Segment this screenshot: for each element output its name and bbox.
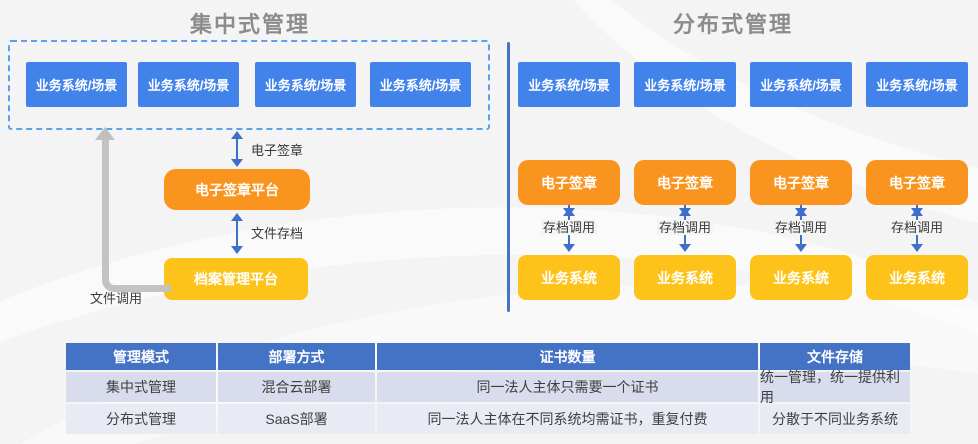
table-cell: SaaS部署 <box>218 404 375 434</box>
l-shaped-return-arrow-icon <box>102 140 171 292</box>
double-arrow-icon <box>231 213 243 254</box>
business-system-bottom-box: 业务系统 <box>518 255 620 300</box>
esign-platform-box: 电子签章平台 <box>164 169 310 210</box>
archive-call-label-text: 存档调用 <box>540 220 597 235</box>
business-system-box: 业务系统/场景 <box>255 62 356 107</box>
centralized-title: 集中式管理 <box>189 12 310 37</box>
archive-call-label: 存档调用 <box>750 217 852 237</box>
business-system-box: 业务系统/场景 <box>26 62 127 107</box>
business-system-box: 业务系统/场景 <box>866 62 968 107</box>
distributed-column: 业务系统/场景 电子签章 存档调用 业务系统 <box>518 62 620 300</box>
table-header-cell: 部署方式 <box>218 343 375 370</box>
distributed-title: 分布式管理 <box>672 12 793 37</box>
archive-platform-box: 档案管理平台 <box>164 258 308 300</box>
comparison-table: 管理模式 部署方式 证书数量 文件存储 集中式管理 混合云部署 同一法人主体只需… <box>66 343 912 434</box>
distributed-column: 业务系统/场景 电子签章 存档调用 业务系统 <box>750 62 852 300</box>
table-header-cell: 管理模式 <box>66 343 216 370</box>
table-cell: 集中式管理 <box>66 372 216 402</box>
esign-arrow-label: 电子签章 <box>251 143 304 158</box>
table-header-cell: 证书数量 <box>377 343 758 370</box>
business-system-bottom-box: 业务系统 <box>634 255 736 300</box>
l-shaped-return-arrowhead-icon <box>95 127 115 140</box>
archive-call-label-text: 存档调用 <box>772 220 829 235</box>
archive-call-label: 存档调用 <box>866 217 968 237</box>
double-arrow-icon <box>231 131 243 167</box>
table-cell: 统一管理，统一提供利用 <box>760 369 910 405</box>
table-cell: 同一法人主体只需要一个证书 <box>377 372 758 402</box>
archive-call-label-text: 存档调用 <box>888 220 945 235</box>
business-system-box: 业务系统/场景 <box>370 62 471 107</box>
table-cell: 混合云部署 <box>218 372 375 402</box>
business-system-box: 业务系统/场景 <box>518 62 620 107</box>
business-system-bottom-box: 业务系统 <box>750 255 852 300</box>
table-header-cell: 文件存储 <box>760 343 910 370</box>
table-cell: 分散于不同业务系统 <box>760 404 910 434</box>
distributed-column: 业务系统/场景 电子签章 存档调用 业务系统 <box>634 62 736 300</box>
archive-arrow-label: 文件存档 <box>251 226 304 241</box>
business-system-bottom-box: 业务系统 <box>866 255 968 300</box>
archive-call-label: 存档调用 <box>518 217 620 237</box>
business-system-box: 业务系统/场景 <box>634 62 736 107</box>
esign-box: 电子签章 <box>750 160 852 205</box>
distributed-column: 业务系统/场景 电子签章 存档调用 业务系统 <box>866 62 968 300</box>
business-systems-group-border <box>8 40 490 130</box>
business-system-box: 业务系统/场景 <box>138 62 239 107</box>
esign-box: 电子签章 <box>634 160 736 205</box>
esign-box: 电子签章 <box>866 160 968 205</box>
archive-call-label-text: 存档调用 <box>656 220 713 235</box>
file-call-label: 文件调用 <box>90 291 143 306</box>
table-cell: 分布式管理 <box>66 404 216 434</box>
business-system-box: 业务系统/场景 <box>750 62 852 107</box>
archive-call-label: 存档调用 <box>634 217 736 237</box>
table-cell: 同一法人主体在不同系统均需证书，重复付费 <box>377 404 758 434</box>
esign-box: 电子签章 <box>518 160 620 205</box>
section-divider <box>507 42 510 312</box>
